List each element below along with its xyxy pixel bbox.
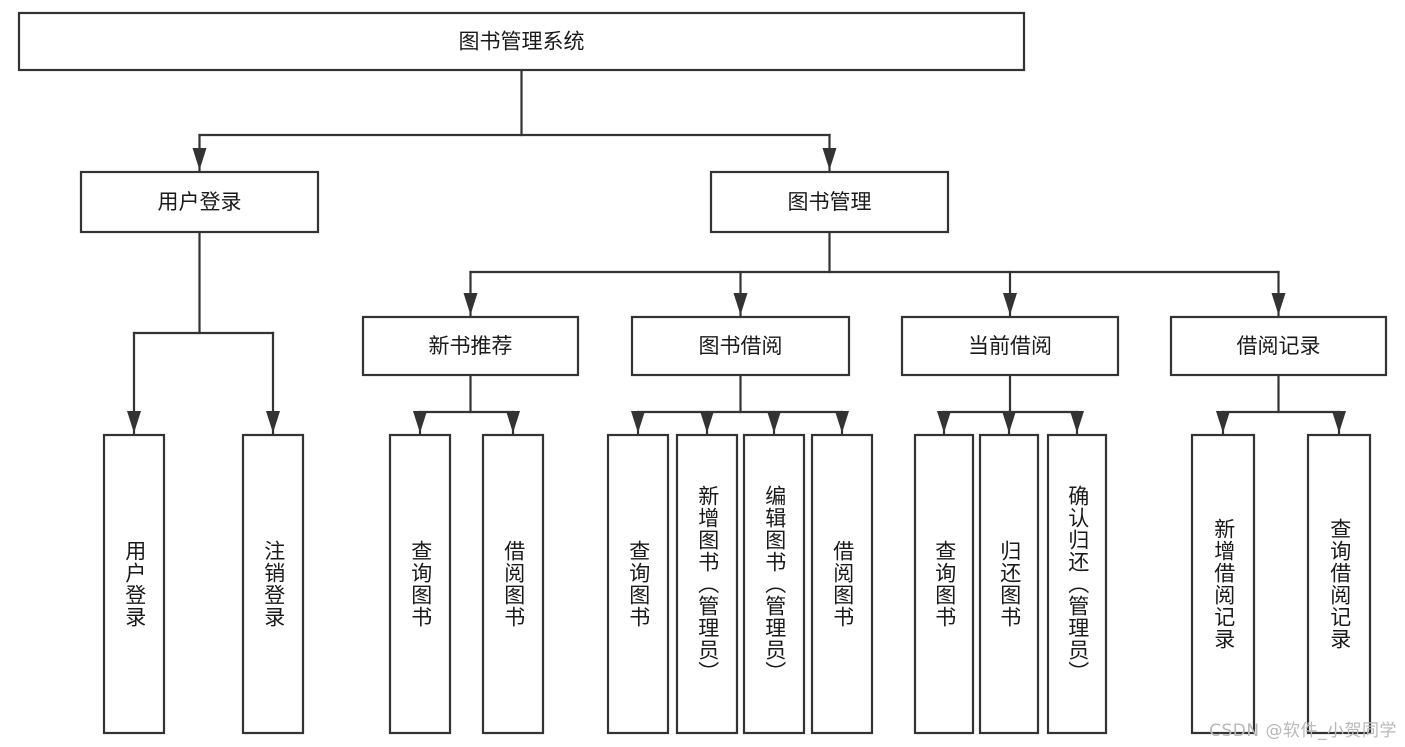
node-label-borrow-record: 借阅记录	[1237, 334, 1321, 358]
arrow-head-icon	[822, 148, 837, 170]
arrow-head-icon	[413, 411, 427, 433]
node-box-leaf-query-book-2	[606, 433, 670, 735]
node-box-root	[17, 11, 1026, 72]
node-box-leaf-query-record	[1306, 433, 1372, 735]
arrow-head-icon	[463, 293, 478, 315]
node-label-current-borrow: 当前借阅	[968, 334, 1052, 358]
node-label-new-book-rec: 新书推荐	[429, 334, 513, 358]
node-box-leaf-return-book	[978, 433, 1040, 735]
arrow-head-icon	[127, 411, 141, 433]
arrow-head-icon	[937, 411, 951, 433]
arrow-head-icon	[1216, 411, 1230, 433]
arrow-head-icon	[266, 411, 280, 433]
arrow-head-icon	[1271, 293, 1286, 315]
node-box-leaf-user-logout	[241, 433, 305, 735]
node-box-leaf-query-book-1	[388, 433, 452, 735]
node-box-borrow-record	[1169, 315, 1388, 377]
arrow-head-icon	[733, 293, 748, 315]
arrow-head-icon	[1003, 293, 1017, 315]
arrow-head-icon	[631, 411, 645, 433]
node-box-new-book-rec	[361, 315, 580, 377]
arrow-head-icon	[1002, 411, 1016, 433]
node-label-book-borrow: 图书借阅	[699, 334, 783, 358]
node-boxes	[17, 11, 1388, 735]
connector-lines	[127, 68, 1346, 435]
arrow-head-icon	[192, 148, 207, 170]
node-box-leaf-user-login	[102, 433, 166, 735]
node-box-book-borrow	[630, 315, 851, 377]
node-box-leaf-borrow-book-2	[810, 433, 874, 735]
node-box-leaf-edit-book	[742, 433, 806, 735]
node-box-leaf-add-record	[1190, 433, 1256, 735]
node-box-user-login	[79, 170, 320, 234]
arrow-head-icon	[767, 411, 781, 433]
node-box-leaf-query-book-3	[913, 433, 975, 735]
arrow-head-icon	[700, 411, 714, 433]
arrow-head-icon	[506, 411, 520, 433]
node-box-current-borrow	[900, 315, 1120, 377]
node-box-leaf-confirm-return	[1046, 433, 1108, 735]
node-label-book-manage: 图书管理	[788, 190, 872, 214]
arrow-head-icon	[1070, 411, 1084, 433]
csdn-watermark: CSDN @软件_小贺同学	[1209, 721, 1397, 741]
arrow-head-icon	[1332, 411, 1346, 433]
node-box-leaf-borrow-book-1	[481, 433, 545, 735]
node-box-book-manage	[709, 170, 950, 234]
node-box-leaf-add-book	[675, 433, 739, 735]
node-label-user-login: 用户登录	[158, 190, 242, 214]
node-label-root: 图书管理系统	[459, 30, 585, 54]
arrow-head-icon	[835, 411, 849, 433]
